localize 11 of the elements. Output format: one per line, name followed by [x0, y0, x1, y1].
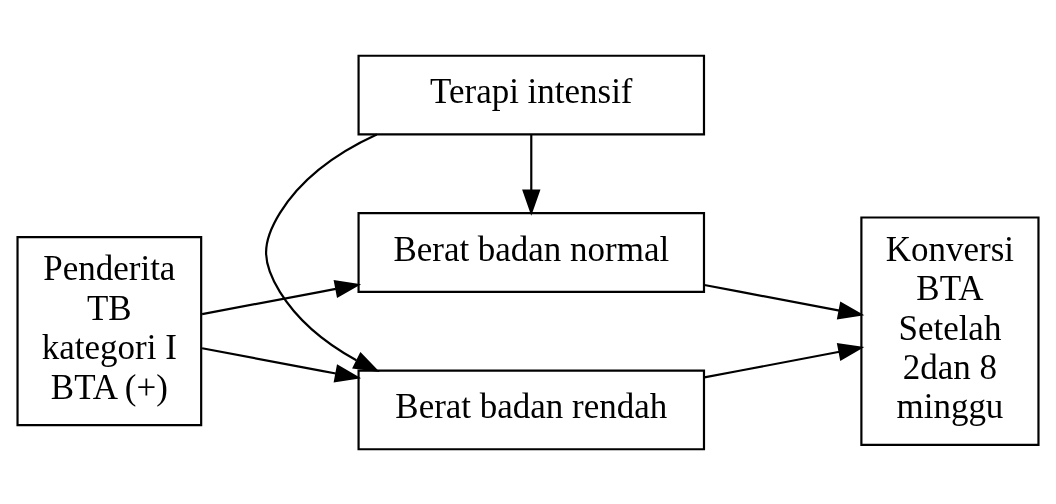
node-box: Berat badan rendah	[357, 368, 706, 450]
arrow	[704, 283, 865, 319]
node-box: Terapi intensif	[357, 54, 706, 136]
node-box: Penderita TB kategori I BTA (+)	[16, 235, 203, 426]
node-box: Konversi BTA Setelah 2dan 8 minggu	[860, 215, 1040, 446]
arrow	[201, 346, 362, 382]
arrow	[201, 279, 362, 315]
node-box: Berat badan normal	[357, 211, 706, 293]
arrow	[265, 133, 380, 372]
arrow	[704, 342, 865, 378]
arrow	[522, 134, 541, 216]
